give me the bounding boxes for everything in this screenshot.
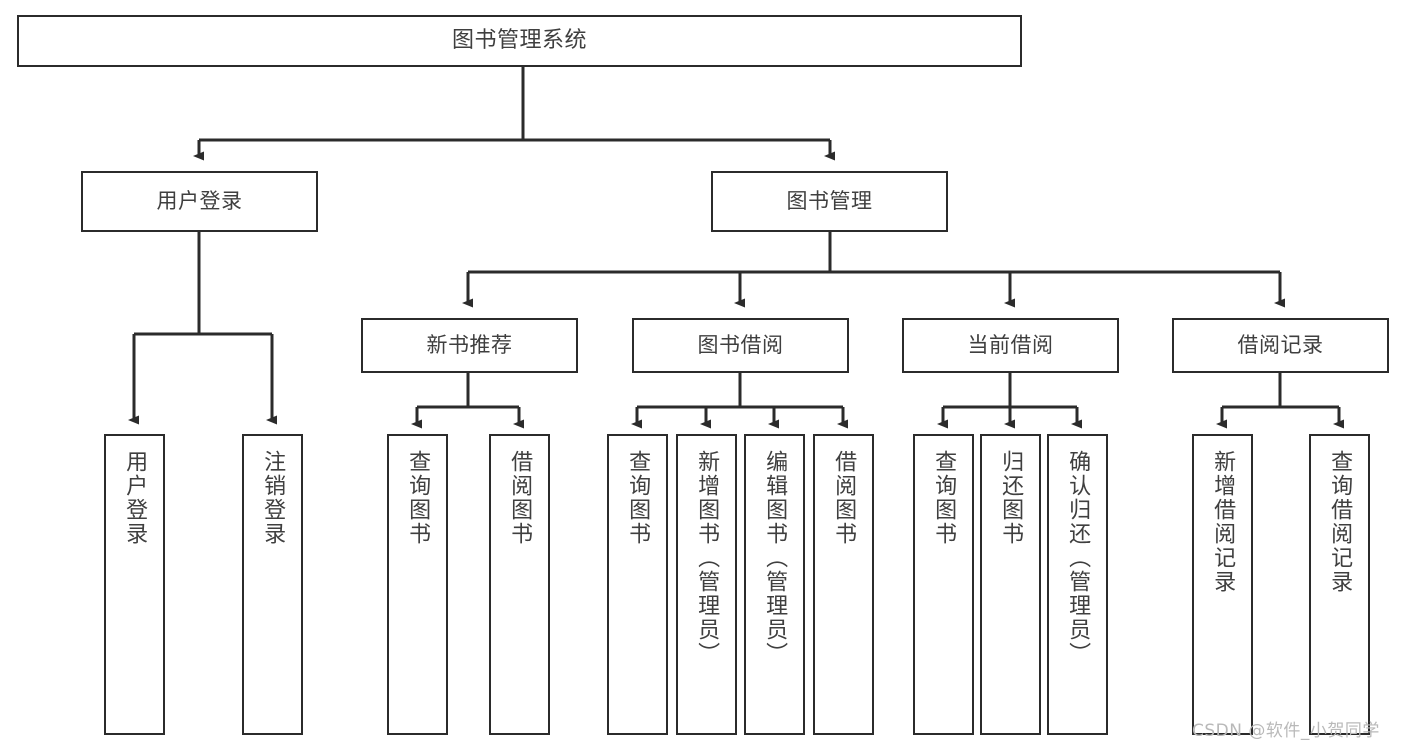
node-label: 新增图书（管理员） (694, 450, 720, 666)
node-label: 查询图书 (625, 450, 651, 546)
node-label: 借阅记录 (1237, 333, 1324, 358)
node-user-login[interactable]: 用户登录 (81, 171, 318, 232)
node-label: 查询借阅记录 (1327, 450, 1353, 594)
node-leaf-user-logout[interactable]: 注销登录 (242, 434, 303, 735)
node-leaf-borrow-book-1[interactable]: 借阅图书 (489, 434, 550, 735)
node-leaf-add-borrow-record[interactable]: 新增借阅记录 (1192, 434, 1253, 735)
node-leaf-return-book[interactable]: 归还图书 (980, 434, 1041, 735)
node-label: 借阅图书 (507, 450, 533, 546)
node-root-system[interactable]: 图书管理系统 (17, 15, 1022, 67)
node-leaf-query-borrow-record[interactable]: 查询借阅记录 (1309, 434, 1370, 735)
node-label: 注销登录 (260, 450, 286, 546)
node-leaf-borrow-book-2[interactable]: 借阅图书 (813, 434, 874, 735)
node-leaf-query-book-2[interactable]: 查询图书 (607, 434, 668, 735)
csdn-watermark: CSDN @软件_小贺同学 (1192, 721, 1380, 741)
node-label: 新增借阅记录 (1210, 450, 1236, 594)
node-borrow-record[interactable]: 借阅记录 (1172, 318, 1389, 373)
node-leaf-add-book-admin[interactable]: 新增图书（管理员） (676, 434, 737, 735)
node-label: 编辑图书（管理员） (762, 450, 788, 666)
node-label: 当前借阅 (967, 333, 1054, 358)
node-label: 确认归还（管理员） (1065, 450, 1091, 666)
node-book-borrow[interactable]: 图书借阅 (632, 318, 849, 373)
node-label: 归还图书 (998, 450, 1024, 546)
node-leaf-confirm-return-admin[interactable]: 确认归还（管理员） (1047, 434, 1108, 735)
node-label: 新书推荐 (426, 333, 513, 358)
node-label: 用户登录 (156, 189, 243, 214)
node-label: 图书管理系统 (451, 28, 587, 54)
node-label: 图书管理 (786, 189, 873, 214)
node-label: 图书借阅 (697, 333, 784, 358)
node-label: 用户登录 (122, 450, 148, 546)
node-leaf-query-book-1[interactable]: 查询图书 (387, 434, 448, 735)
node-leaf-edit-book-admin[interactable]: 编辑图书（管理员） (744, 434, 805, 735)
node-new-book-recommend[interactable]: 新书推荐 (361, 318, 578, 373)
node-leaf-user-login[interactable]: 用户登录 (104, 434, 165, 735)
node-label: 查询图书 (931, 450, 957, 546)
node-current-borrow[interactable]: 当前借阅 (902, 318, 1119, 373)
node-leaf-query-book-3[interactable]: 查询图书 (913, 434, 974, 735)
node-book-management[interactable]: 图书管理 (711, 171, 948, 232)
node-label: 查询图书 (405, 450, 431, 546)
node-label: 借阅图书 (831, 450, 857, 546)
